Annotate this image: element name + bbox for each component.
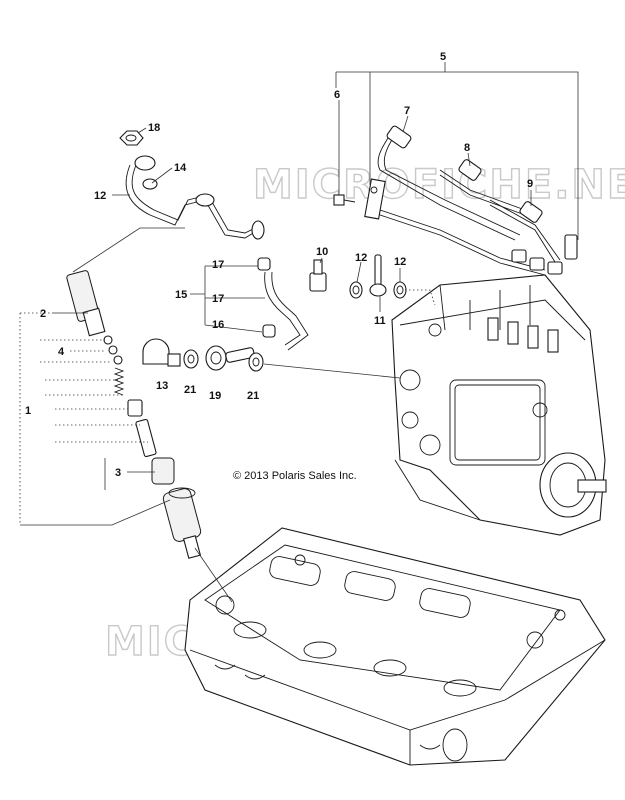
callout-14: 13 [156, 380, 168, 392]
callout-12a: 12 [355, 252, 367, 264]
callout-16: 15 [175, 289, 187, 301]
callout-21b: 21 [247, 390, 259, 402]
callout-6: 6 [334, 89, 340, 101]
callout-15: 14 [174, 162, 187, 174]
injection-pump [391, 274, 607, 536]
callout-1: 1 [25, 405, 31, 417]
callout-10: 10 [316, 246, 328, 258]
cylinder-head [184, 527, 606, 766]
return-line [119, 130, 265, 240]
callout-11: 11 [374, 315, 386, 327]
callout-7: 7 [404, 105, 410, 117]
callout-4: 4 [58, 346, 65, 358]
callout-13: 12 [94, 190, 106, 202]
callout-labels: 5 6 7 8 9 18 14 12 10 12 12 11 17 15 17 … [25, 51, 533, 479]
callout-17b: 16 [212, 319, 224, 331]
injection-lines [333, 125, 578, 276]
callout-19: 19 [209, 390, 221, 402]
callout-9: 9 [527, 178, 533, 190]
injector-stack [66, 270, 202, 559]
callout-20: 18 [148, 122, 160, 134]
leader-lines [19, 62, 579, 603]
copyright-notice: © 2013 Polaris Sales Inc. [233, 470, 357, 482]
callout-21a: 21 [184, 384, 196, 396]
callout-5: 5 [440, 51, 446, 63]
callout-8: 8 [464, 142, 470, 154]
callout-2: 2 [40, 308, 46, 320]
callout-3: 3 [115, 467, 121, 479]
callout-12b: 12 [394, 256, 406, 268]
watermark-top: MICROFICHE.NET [253, 162, 625, 208]
callout-18: 17 [212, 293, 224, 305]
callout-17a: 17 [212, 259, 224, 271]
fittings-group [142, 254, 407, 372]
